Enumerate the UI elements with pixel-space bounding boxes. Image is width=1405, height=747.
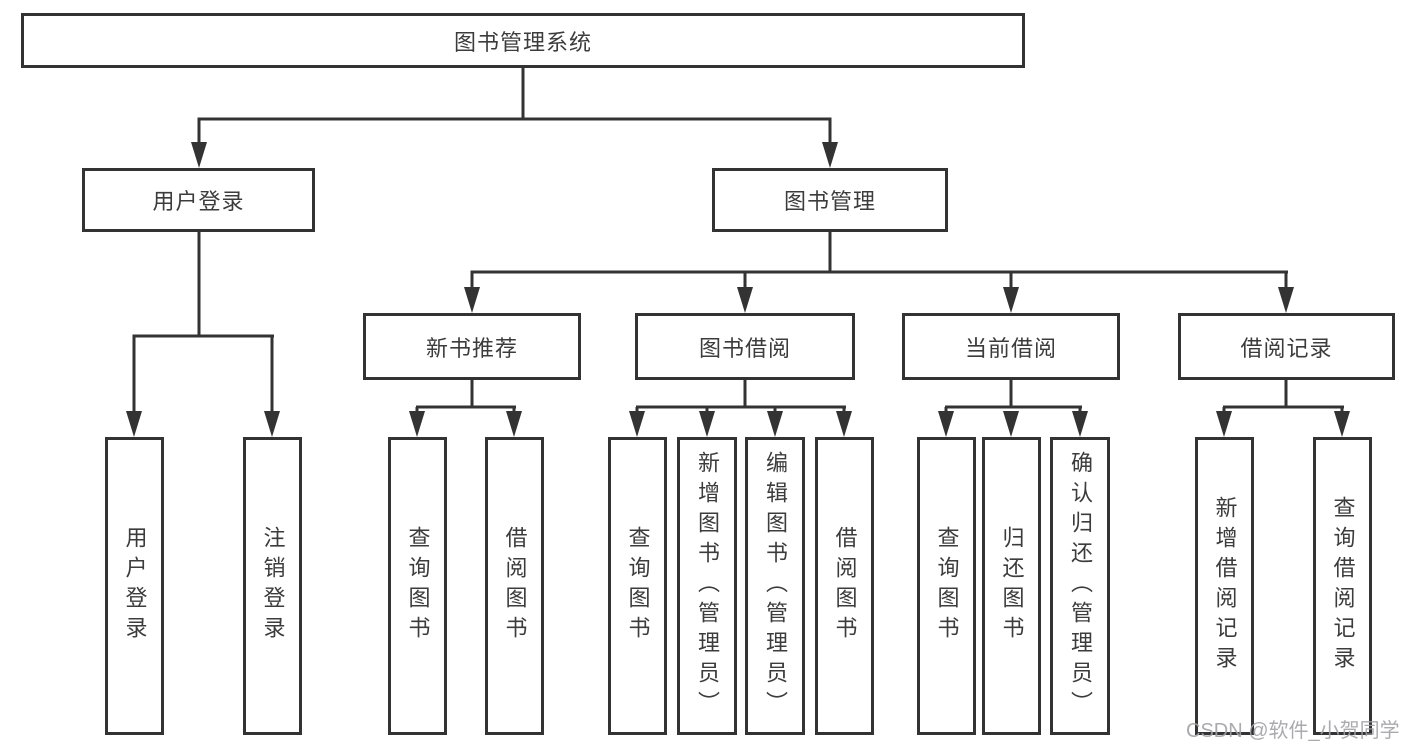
leaf-records-query-record: 查询借阅记录	[1313, 437, 1372, 735]
leaf-borrow-edit-books-admin: 编辑图书（管理员）	[745, 437, 805, 735]
leaf-current-return-books: 归还图书	[982, 437, 1041, 735]
connector-borrow-split	[635, 380, 846, 414]
node-book-borrow: 图书借阅	[635, 313, 855, 380]
node-user-login: 用户登录	[82, 168, 315, 232]
leaf-borrow-query-books: 查询图书	[608, 437, 667, 735]
leaf-newbooks-borrow-books: 借阅图书	[485, 437, 544, 735]
leaf-newbooks-query-books: 查询图书	[388, 437, 447, 735]
node-root: 图书管理系统	[21, 13, 1025, 68]
connector-current-split	[944, 380, 1082, 414]
connector-bookmgmt-split	[470, 232, 1288, 290]
leaf-borrow-borrow-books: 借阅图书	[815, 437, 874, 735]
leaf-current-confirm-return-admin: 确认归还（管理员）	[1050, 437, 1110, 735]
connector-newbooks-split	[415, 380, 516, 414]
node-borrow-records: 借阅记录	[1178, 313, 1395, 380]
connector-userlogin-split	[132, 232, 274, 414]
csdn-watermark: CSDN @软件_小贺同学	[1186, 720, 1400, 742]
leaf-borrow-add-books-admin: 新增图书（管理员）	[677, 437, 737, 735]
node-current-borrow: 当前借阅	[902, 313, 1120, 380]
leaf-logout-login: 注销登录	[243, 437, 302, 735]
leaf-records-add-record: 新增借阅记录	[1195, 437, 1254, 735]
leaf-user-login: 用户登录	[105, 437, 164, 735]
node-new-book-recommend: 新书推荐	[363, 313, 581, 380]
connector-root-split	[197, 68, 832, 145]
node-book-management: 图书管理	[712, 168, 948, 232]
leaf-current-query-books: 查询图书	[917, 437, 976, 735]
connector-records-split	[1222, 380, 1344, 414]
